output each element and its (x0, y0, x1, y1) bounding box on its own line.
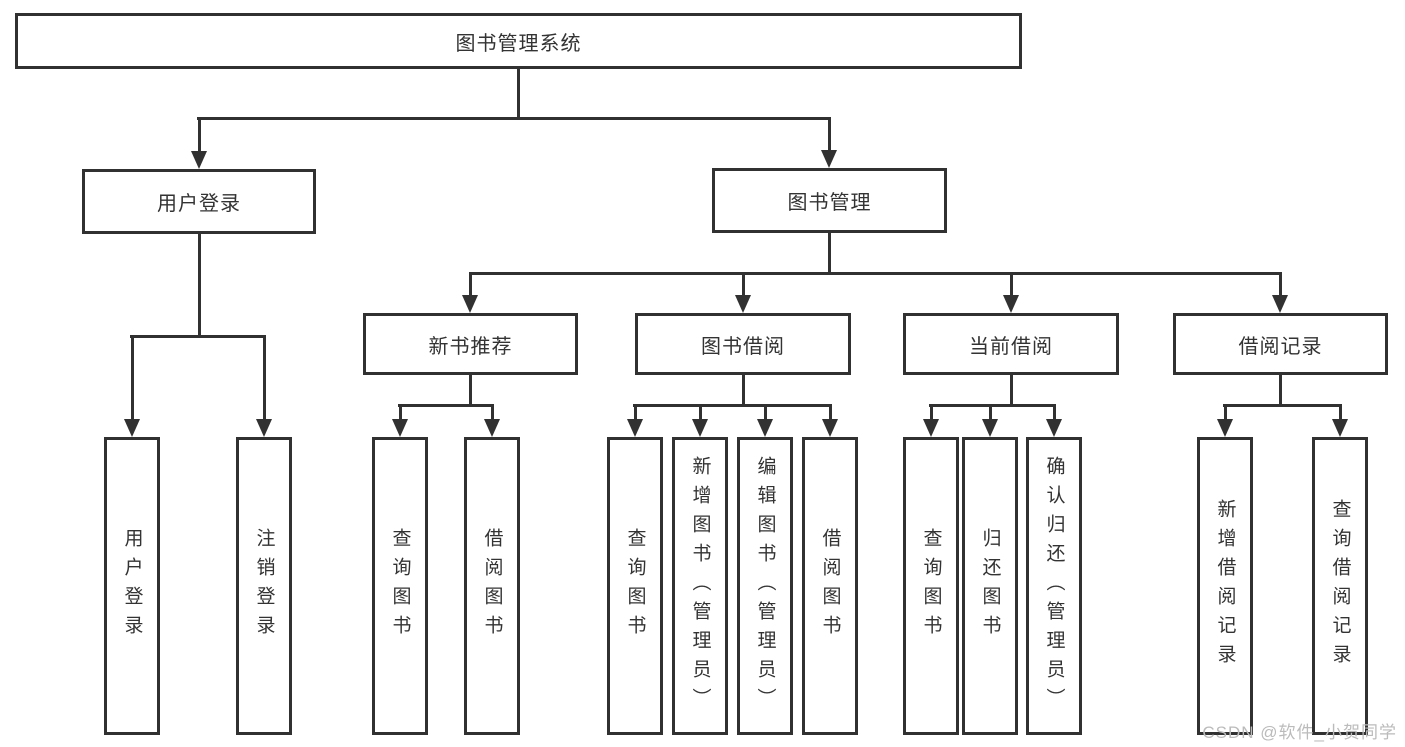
arrowhead-book-borrowing (735, 295, 751, 313)
node-book-borrowing-label: 图书借阅 (701, 335, 785, 358)
connector-user-login-drop (197, 117, 201, 153)
node-borrowing-records: 借阅记录 (1173, 313, 1388, 375)
connector-nbr-drop (469, 272, 472, 297)
arrowhead-leaf-logout (256, 419, 272, 437)
leaf-bb-borrow-books: 借阅图书 (802, 437, 858, 735)
connector-nbr-stem (469, 373, 472, 407)
leaf-br-query-record-label: 查询借阅记录 (1329, 499, 1351, 673)
leaf-br-add-record: 新增借阅记录 (1197, 437, 1253, 735)
arrowhead-cb-return (982, 419, 998, 437)
leaf-logout-label: 注销登录 (253, 528, 275, 644)
connector-cb-leaf2-drop (988, 404, 992, 421)
node-root: 图书管理系统 (15, 13, 1022, 69)
leaf-bb-edit-books-label: 编辑图书（管理员） (754, 455, 776, 717)
arrowhead-current-borrowing (1003, 295, 1019, 313)
node-user-login-label: 用户登录 (157, 193, 241, 215)
connector-cb-stem (1009, 373, 1013, 407)
arrowhead-new-book-recommend (462, 295, 478, 313)
leaf-br-query-record: 查询借阅记录 (1312, 437, 1368, 735)
connector-cb-leaf3-drop (1052, 404, 1056, 421)
connector-level3-bar (469, 272, 1282, 275)
node-new-book-recommend-label: 新书推荐 (428, 335, 513, 358)
connector-book-management-drop (828, 117, 831, 152)
leaf-nbr-borrow-books: 借阅图书 (464, 437, 520, 735)
leaf-logout: 注销登录 (236, 437, 292, 735)
arrowhead-bb-edit (757, 419, 773, 437)
node-user-login: 用户登录 (82, 169, 316, 234)
connector-book-management-stem (828, 231, 831, 275)
leaf-nbr-query-books: 查询图书 (372, 437, 428, 735)
connector-user-login-bar (130, 335, 264, 338)
connector-leaf-logout-drop (262, 335, 266, 421)
node-new-book-recommend: 新书推荐 (363, 313, 578, 375)
leaf-bb-add-books: 新增图书（管理员） (672, 437, 728, 735)
connector-br-leaf1-drop (1223, 404, 1227, 421)
arrowhead-cb-confirm (1046, 419, 1062, 437)
arrowhead-br-add (1217, 419, 1233, 437)
connector-bb-drop (741, 272, 745, 297)
leaf-bb-query-books-label: 查询图书 (624, 528, 646, 644)
connector-nbr-leaf1-drop (398, 404, 402, 421)
connector-bb-leaf4-drop (828, 404, 832, 421)
connector-bb-leaf2-drop (698, 404, 702, 421)
leaf-nbr-borrow-books-label: 借阅图书 (481, 528, 503, 644)
connector-bb-leaf1-drop (633, 404, 637, 421)
arrowhead-nbr-query (392, 419, 408, 437)
leaf-cb-confirm-return: 确认归还（管理员） (1026, 437, 1082, 735)
arrowhead-nbr-borrow (484, 419, 500, 437)
node-book-borrowing: 图书借阅 (635, 313, 851, 375)
connector-bb-bar (633, 404, 831, 407)
connector-root-stem (517, 68, 520, 120)
connector-nbr-leaf2-drop (490, 404, 494, 421)
connector-cb-leaf1-drop (929, 404, 933, 421)
connector-cb-bar (929, 404, 1055, 407)
connector-level2-bar (197, 117, 830, 120)
arrowhead-bb-query (627, 419, 643, 437)
arrowhead-borrowing-records (1272, 295, 1288, 313)
leaf-user-login-label: 用户登录 (121, 528, 143, 644)
arrowhead-book-management (821, 150, 837, 168)
node-book-management: 图书管理 (712, 168, 947, 233)
node-current-borrowing-label: 当前借阅 (969, 335, 1053, 358)
connector-user-login-stem (197, 232, 201, 338)
node-root-label: 图书管理系统 (455, 32, 582, 55)
connector-br-leaf2-drop (1338, 404, 1342, 421)
leaf-cb-return-books: 归还图书 (962, 437, 1018, 735)
leaf-cb-return-books-label: 归还图书 (979, 528, 1001, 644)
arrowhead-bb-borrow (822, 419, 838, 437)
csdn-watermark: CSDN @软件_小贺同学 (1202, 723, 1397, 742)
connector-br-drop (1279, 272, 1282, 297)
leaf-nbr-query-books-label: 查询图书 (389, 528, 411, 644)
node-current-borrowing: 当前借阅 (903, 313, 1119, 375)
leaf-bb-query-books: 查询图书 (607, 437, 663, 735)
arrowhead-cb-query (923, 419, 939, 437)
leaf-bb-borrow-books-label: 借阅图书 (819, 528, 841, 644)
connector-nbr-bar (398, 404, 493, 407)
connector-bb-stem (741, 373, 745, 407)
node-book-management-label: 图书管理 (787, 192, 872, 214)
arrowhead-bb-add (692, 419, 708, 437)
connector-leaf-user-login-drop (130, 335, 134, 421)
arrowhead-user-login (191, 151, 207, 169)
leaf-cb-query-books: 查询图书 (903, 437, 959, 735)
leaf-bb-add-books-label: 新增图书（管理员） (689, 455, 711, 717)
leaf-cb-confirm-return-label: 确认归还（管理员） (1043, 455, 1065, 717)
connector-cb-drop (1009, 272, 1013, 297)
leaf-cb-query-books-label: 查询图书 (920, 528, 942, 644)
leaf-user-login: 用户登录 (104, 437, 160, 735)
arrowhead-leaf-user-login (124, 419, 140, 437)
leaf-bb-edit-books: 编辑图书（管理员） (737, 437, 793, 735)
leaf-br-add-record-label: 新增借阅记录 (1214, 499, 1236, 673)
connector-bb-leaf3-drop (763, 404, 767, 421)
connector-br-stem (1279, 373, 1282, 407)
connector-br-bar (1223, 404, 1341, 407)
node-borrowing-records-label: 借阅记录 (1238, 335, 1323, 358)
arrowhead-br-query (1332, 419, 1348, 437)
